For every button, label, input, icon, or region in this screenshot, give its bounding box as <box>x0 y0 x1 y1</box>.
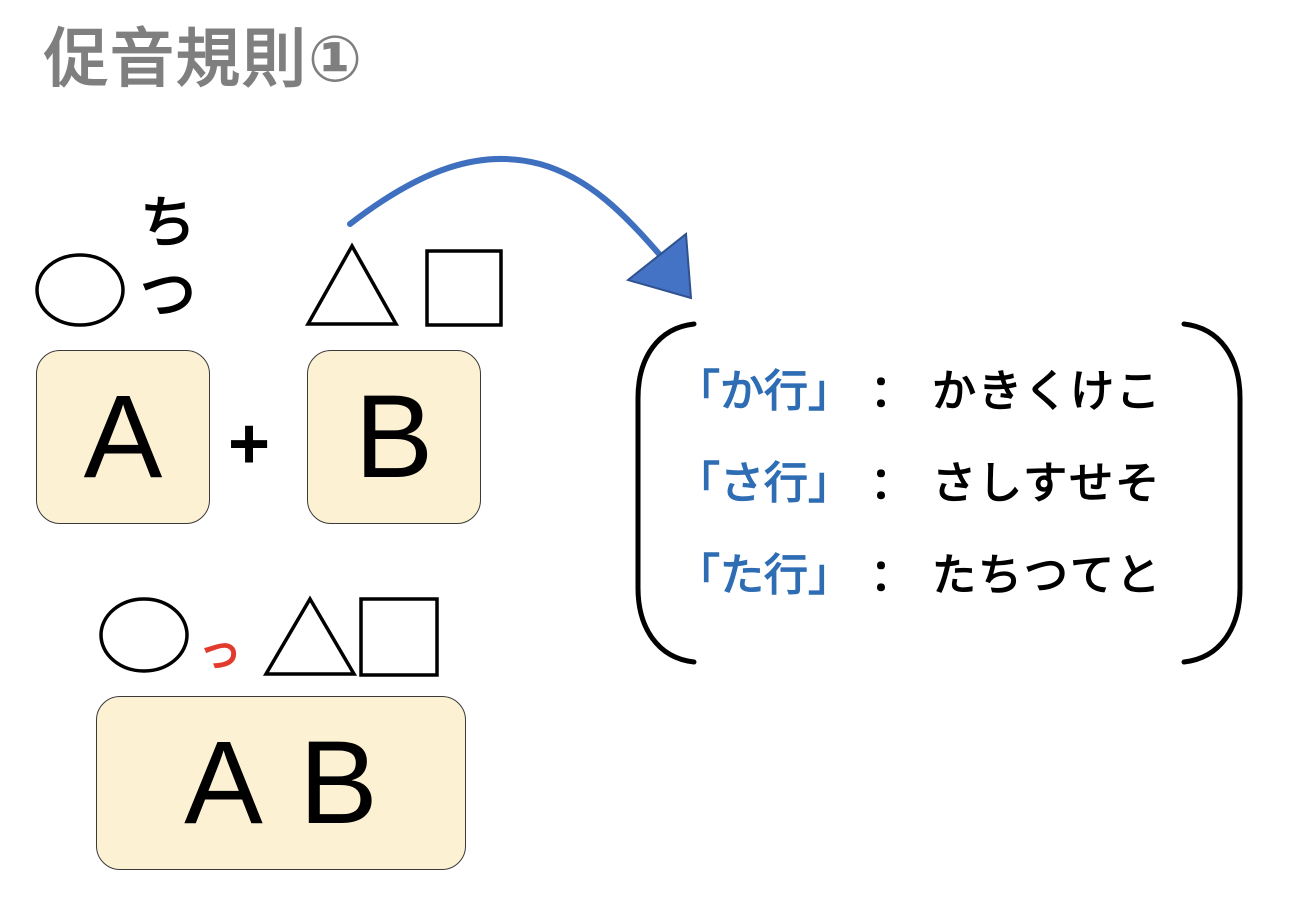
kana-list-ta: たちつてと <box>932 550 1162 601</box>
box-ab-label: A B <box>184 717 378 849</box>
gyo-label-ta: 「た行」 <box>676 550 852 601</box>
box-ab: A B <box>96 696 466 870</box>
square-symbol-bottom <box>359 597 439 677</box>
box-a: A <box>36 350 210 524</box>
gyo-label-sa: 「さ行」 <box>676 458 852 509</box>
gyo-label-ka: 「か行」 <box>676 366 852 417</box>
circle-symbol-bottom <box>99 597 189 673</box>
small-tsu: っ <box>198 626 242 677</box>
kana-list-sa: さしすせそ <box>932 458 1162 509</box>
colon: ： <box>870 366 914 417</box>
box-b-label: B <box>354 371 434 503</box>
box-a-label: A <box>83 371 163 503</box>
row-ka: 「か行」：かきくけこ <box>676 370 1162 414</box>
row-sa: 「さ行」：さしすせそ <box>676 462 1161 506</box>
circle-symbol-top <box>35 253 125 327</box>
box-b: B <box>307 350 481 524</box>
plus-sign: + <box>228 404 271 484</box>
page-title: 促音規則① <box>44 23 365 97</box>
square-symbol-top <box>425 249 503 327</box>
colon: ： <box>870 458 914 509</box>
triangle-symbol-bottom <box>262 595 358 676</box>
kana-chi: ち <box>140 191 196 256</box>
kana-tsu: つ <box>140 263 196 328</box>
colon: ： <box>870 550 914 601</box>
right-bracket-icon <box>1181 321 1243 665</box>
row-ta: 「た行」：たちつてと <box>676 554 1162 598</box>
kana-list-ka: かきくけこ <box>932 366 1162 417</box>
triangle-symbol-top <box>305 242 399 326</box>
left-bracket-icon <box>635 321 697 665</box>
